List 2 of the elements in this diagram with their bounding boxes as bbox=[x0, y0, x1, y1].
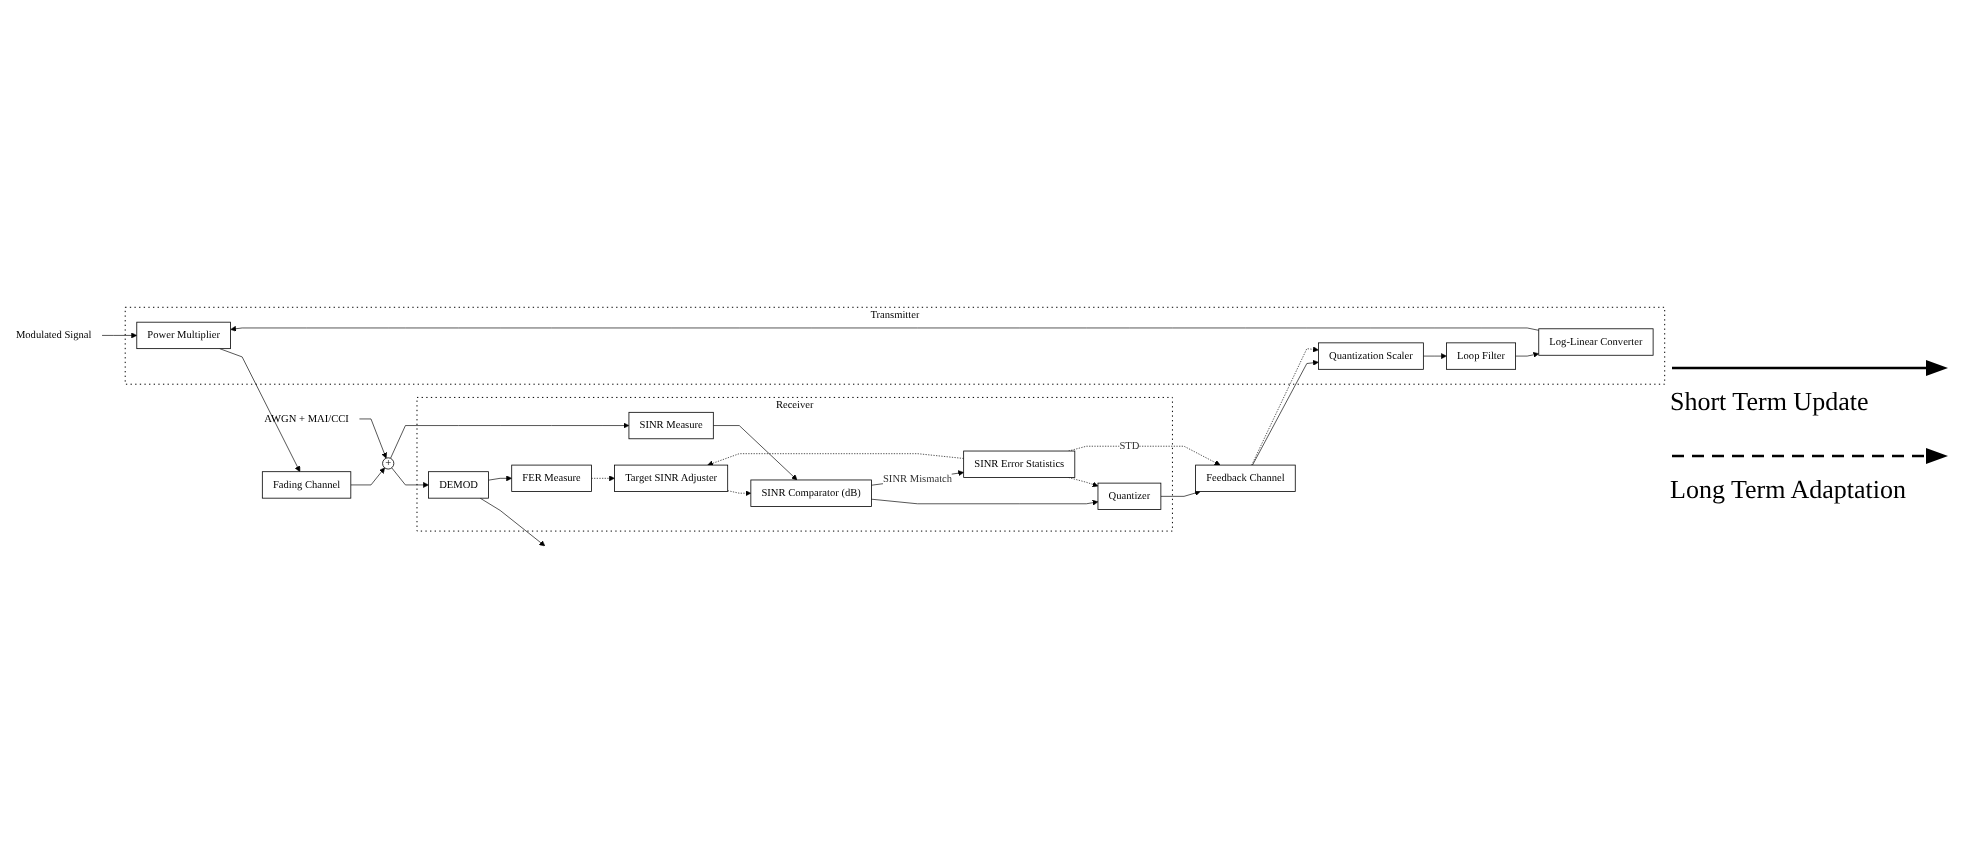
legend-label: Long Term Adaptation bbox=[1670, 474, 1908, 506]
legend-label: Short Term Update bbox=[1670, 386, 1871, 418]
